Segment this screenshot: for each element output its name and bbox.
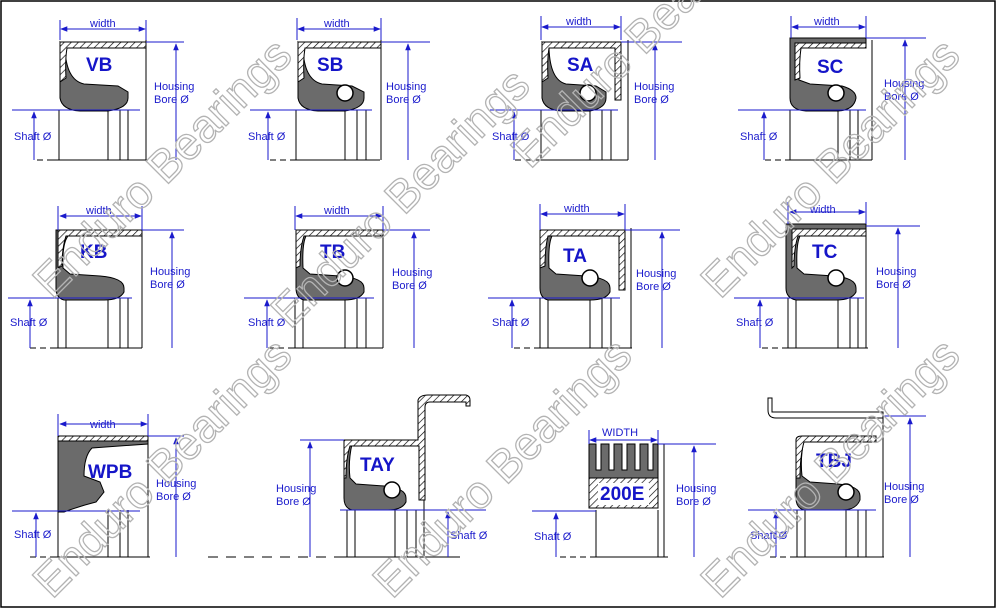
width-label: width	[89, 419, 116, 431]
housing-bore-label: Bore Ø	[634, 94, 669, 106]
width-label: width	[85, 205, 112, 217]
seal-200e: 200E WIDTH Housing Bore Ø Shaft Ø	[532, 427, 716, 558]
housing-bore-label: Bore Ø	[386, 94, 421, 106]
housing-label: Housing	[636, 268, 676, 280]
shaft-label: Shaft Ø	[492, 131, 530, 143]
width-label: WIDTH	[602, 427, 638, 439]
seal-tb: TB width Housing Bore Ø Shaft Ø	[244, 205, 432, 349]
housing-label: Housing	[634, 81, 674, 93]
shaft-label: Shaft Ø	[736, 317, 774, 329]
housing-bore-label: Bore Ø	[156, 491, 191, 503]
shaft-label: Shaft Ø	[14, 131, 52, 143]
width-label: width	[323, 18, 350, 30]
housing-label: Housing	[154, 81, 194, 93]
shaft-label: Shaft Ø	[750, 530, 788, 542]
housing-bore-label: Bore Ø	[392, 280, 427, 292]
seal-code: KB	[80, 242, 107, 263]
seal-code: TAY	[360, 455, 395, 476]
watermark: Enduro Bearings	[690, 328, 969, 607]
housing-label: Housing	[276, 483, 316, 495]
seal-code: SC	[817, 57, 844, 78]
seal-code: WPB	[88, 462, 132, 483]
housing-bore-label: Bore Ø	[884, 494, 919, 506]
housing-bore-label: Bore Ø	[636, 281, 671, 293]
width-label: width	[565, 16, 592, 28]
shaft-label: Shaft Ø	[10, 317, 48, 329]
seal-code: TB	[320, 242, 345, 263]
seal-tbj: TBJ Housing Bore Ø Shaft Ø	[748, 397, 926, 558]
housing-label: Housing	[392, 267, 432, 279]
housing-label: Housing	[386, 81, 426, 93]
housing-bore-label: Bore Ø	[154, 94, 189, 106]
housing-bore-label: Bore Ø	[884, 91, 919, 103]
housing-bore-label: Bore Ø	[676, 496, 711, 508]
width-label: width	[813, 16, 840, 28]
seal-kb: KB width Housing Bore Ø Shaft Ø	[8, 205, 190, 349]
shaft-label: Shaft Ø	[492, 317, 530, 329]
shaft-label: Shaft Ø	[450, 530, 488, 542]
seal-code: SB	[317, 55, 343, 76]
watermark: Enduro Bearings	[362, 328, 641, 607]
housing-label: Housing	[884, 481, 924, 493]
width-label: width	[89, 18, 116, 30]
seal-code: VB	[86, 55, 112, 76]
seal-code: SA	[567, 55, 594, 76]
housing-label: Housing	[150, 266, 190, 278]
shaft-label: Shaft Ø	[14, 529, 52, 541]
width-label: width	[809, 204, 836, 216]
housing-bore-label: Bore Ø	[150, 279, 185, 291]
shaft-label: Shaft Ø	[534, 531, 572, 543]
housing-label: Housing	[876, 266, 916, 278]
seal-code: TBJ	[816, 451, 852, 472]
seal-tc: TC width Housing Bore Ø Shaft Ø	[734, 202, 920, 349]
seal-ta: TA width Housing Bore Ø Shaft Ø	[488, 203, 680, 349]
seal-tay: TAY Housing Bore Ø Shaft Ø	[208, 394, 488, 558]
seal-wpb: WPB width Housing Bore Ø Shaft Ø	[12, 414, 196, 558]
shaft-label: Shaft Ø	[248, 131, 286, 143]
housing-bore-label: Bore Ø	[276, 496, 311, 508]
seal-code: TA	[563, 246, 587, 267]
housing-bore-label: Bore Ø	[876, 279, 911, 291]
seal-sb: SB width Housing Bore Ø Shaft Ø	[248, 18, 430, 161]
seal-sc: SC width Housing Bore Ø Shaft Ø	[738, 16, 926, 161]
seal-code: TC	[812, 242, 838, 263]
housing-label: Housing	[156, 478, 196, 490]
seal-code: 200E	[600, 484, 644, 505]
housing-label: Housing	[676, 483, 716, 495]
seal-vb: VB width Housing Bore Ø Shaft Ø	[12, 18, 194, 161]
seal-sa: SA width Housing Bore Ø Shaft Ø	[490, 16, 682, 161]
shaft-label: Shaft Ø	[740, 131, 778, 143]
width-label: width	[563, 203, 590, 215]
shaft-label: Shaft Ø	[248, 317, 286, 329]
width-label: width	[323, 205, 350, 217]
housing-label: Housing	[884, 78, 924, 90]
